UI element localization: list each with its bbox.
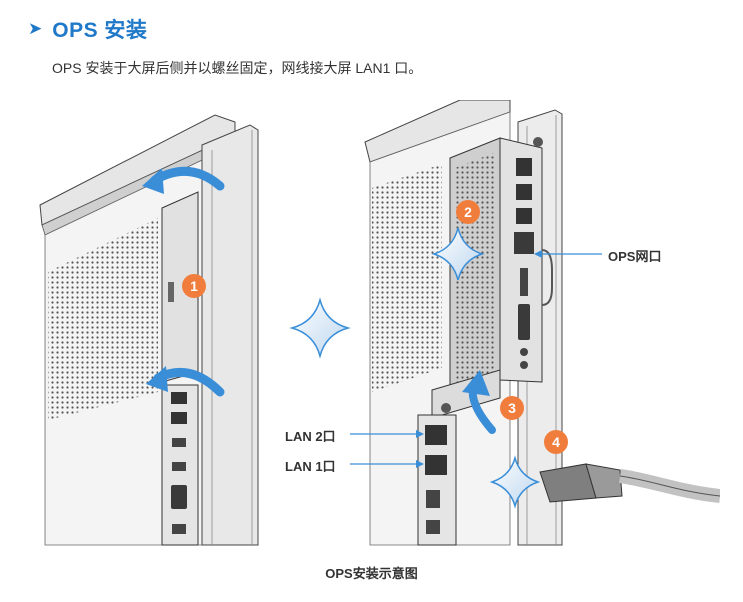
svg-text:1: 1 xyxy=(190,278,198,294)
lan1-label: LAN 1口 xyxy=(285,459,336,474)
left-panel-drawing xyxy=(39,114,259,546)
step-badge-2: 2 xyxy=(456,200,480,224)
step-badge-4: 4 xyxy=(544,430,568,454)
svg-text:2: 2 xyxy=(464,204,472,220)
right-panel-drawing xyxy=(364,100,563,546)
svg-text:3: 3 xyxy=(508,400,516,416)
lan1-port-icon xyxy=(425,455,447,475)
vent-grid-right xyxy=(372,164,442,392)
sparkle-arrow-icon xyxy=(489,455,541,509)
sparkle-arrow-icon xyxy=(431,227,485,281)
lan2-port-icon xyxy=(425,425,447,445)
step-badge-1: 1 xyxy=(182,274,206,298)
sparkle-arrow-icon xyxy=(289,297,351,359)
description-text: OPS 安装于大屏后侧并以螺丝固定，网线接大屏 LAN1 口。 xyxy=(52,60,423,76)
vent-grid-left xyxy=(48,218,158,420)
lan2-label: LAN 2口 xyxy=(285,429,336,444)
step-badge-3: 3 xyxy=(500,396,524,420)
network-cable-drawing xyxy=(539,463,720,503)
installation-diagram: 1 xyxy=(30,100,720,550)
chevron-right-icon: ➤ xyxy=(28,19,43,38)
figure-caption: OPS安装示意图 xyxy=(325,566,418,581)
ops-port-label: OPS网口 xyxy=(608,249,662,264)
diagram-illustration: 1 xyxy=(39,100,720,546)
section-heading: ➤ OPS 安装 xyxy=(28,14,147,44)
section-title: OPS 安装 xyxy=(52,19,148,42)
svg-text:4: 4 xyxy=(552,434,560,450)
